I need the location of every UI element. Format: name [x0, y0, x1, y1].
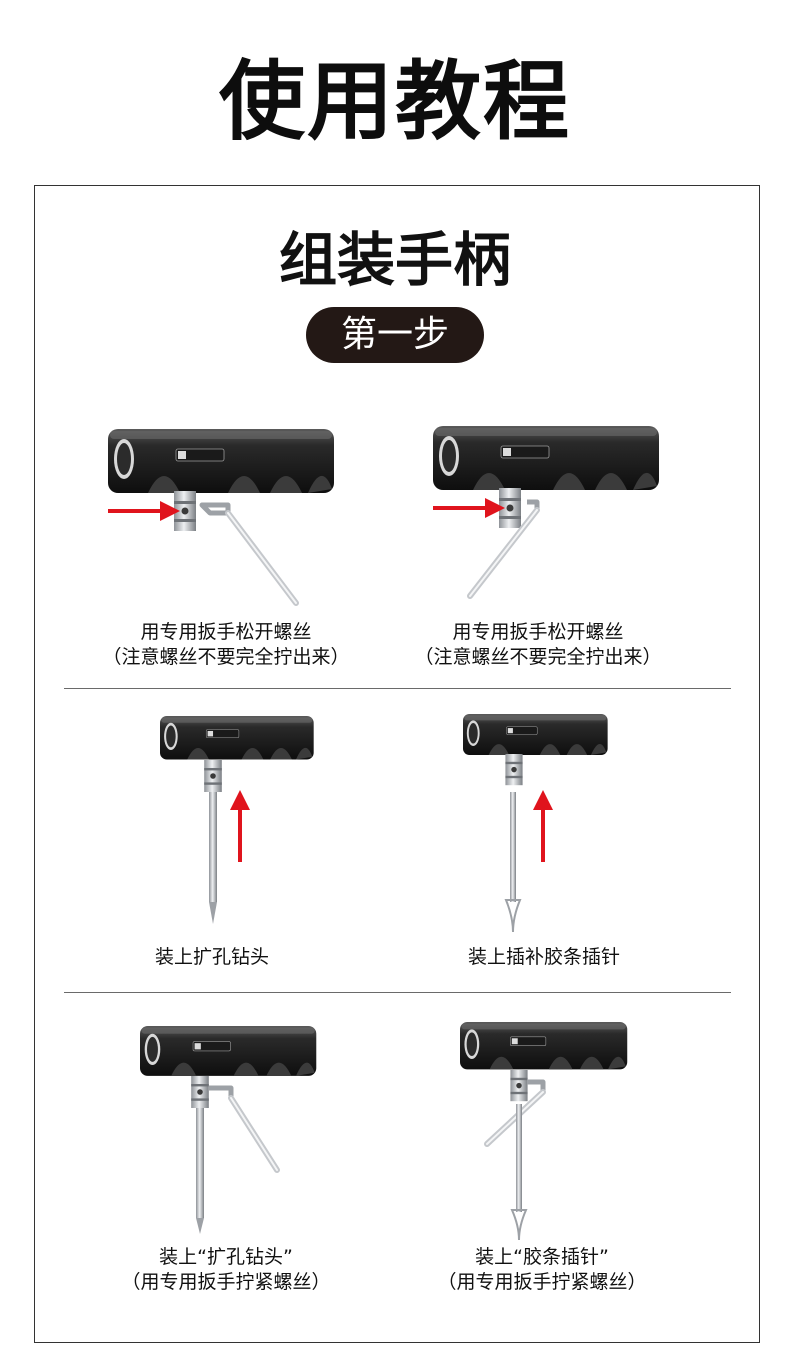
page-title: 使用教程	[0, 52, 790, 152]
caption-line2: （注意螺丝不要完全拧出来）	[378, 645, 698, 670]
caption-line1: 用专用扳手松开螺丝	[66, 620, 386, 645]
caption-line2: （用专用扳手拧紧螺丝）	[66, 1270, 386, 1295]
install-drill-illustration	[155, 712, 325, 937]
install-needle-illustration	[458, 712, 628, 937]
red-arrow-up-icon	[230, 790, 250, 862]
caption-line1: 装上“胶条插针”	[382, 1245, 702, 1270]
caption-line1: 装上扩孔钻头	[52, 945, 372, 970]
section-divider	[64, 688, 731, 689]
red-arrow-right-icon	[108, 501, 180, 521]
caption-line1: 装上“扩孔钻头”	[66, 1245, 386, 1270]
step-badge: 第一步	[306, 307, 484, 363]
handle-loosen-illustration-left	[100, 425, 340, 615]
handle-loosen-illustration-right	[425, 420, 665, 610]
caption-line2: （用专用扳手拧紧螺丝）	[382, 1270, 702, 1295]
red-arrow-right-icon	[433, 498, 505, 518]
caption-loosen-right: 用专用扳手松开螺丝 （注意螺丝不要完全拧出来）	[378, 620, 698, 670]
tighten-drill-illustration	[135, 1020, 335, 1240]
caption-line1: 用专用扳手松开螺丝	[378, 620, 698, 645]
tighten-needle-illustration	[455, 1018, 645, 1243]
caption-line1: 装上插补胶条插针	[384, 945, 704, 970]
caption-install-drill: 装上扩孔钻头	[52, 945, 372, 970]
section-title: 组装手柄	[0, 225, 790, 295]
caption-install-needle: 装上插补胶条插针	[384, 945, 704, 970]
caption-tighten-drill: 装上“扩孔钻头” （用专用扳手拧紧螺丝）	[66, 1245, 386, 1295]
caption-loosen-left: 用专用扳手松开螺丝 （注意螺丝不要完全拧出来）	[66, 620, 386, 670]
red-arrow-up-icon	[533, 790, 553, 862]
caption-line2: （注意螺丝不要完全拧出来）	[66, 645, 386, 670]
section-divider	[64, 992, 731, 993]
caption-tighten-needle: 装上“胶条插针” （用专用扳手拧紧螺丝）	[382, 1245, 702, 1295]
